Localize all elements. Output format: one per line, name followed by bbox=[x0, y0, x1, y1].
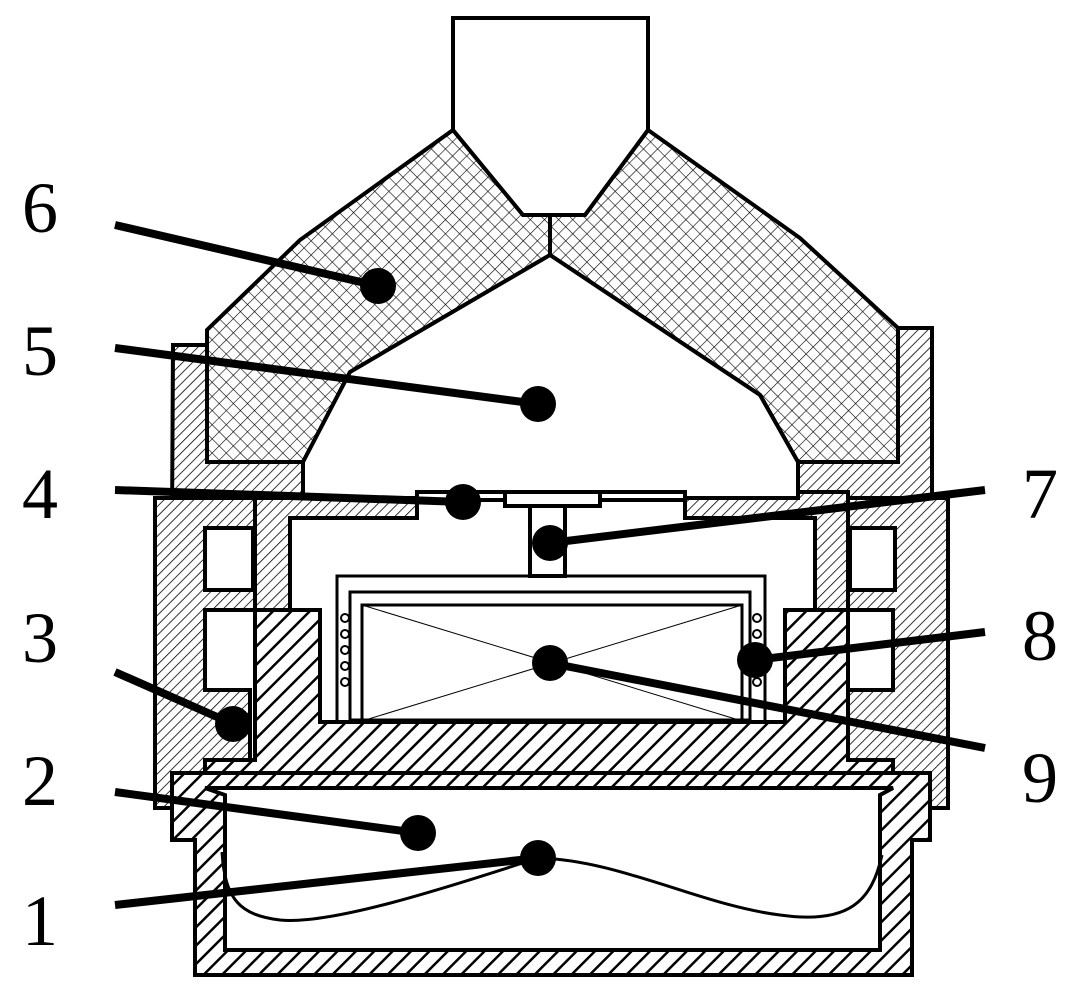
callout-dot-9 bbox=[532, 645, 568, 681]
callout-dot-3 bbox=[215, 706, 251, 742]
callout-dot-4 bbox=[445, 484, 481, 520]
callout-label-7: 7 bbox=[1022, 454, 1058, 534]
top-nozzle bbox=[451, 16, 650, 217]
callout-dot-7 bbox=[532, 525, 568, 561]
callout-label-2: 2 bbox=[22, 741, 58, 821]
callout-label-6: 6 bbox=[22, 168, 58, 248]
callout-label-8: 8 bbox=[1022, 596, 1058, 676]
callout-dots bbox=[215, 268, 773, 876]
callout-label-5: 5 bbox=[22, 311, 58, 391]
callout-label-4: 4 bbox=[22, 454, 58, 534]
coil-windings bbox=[340, 613, 762, 687]
callout-label-3: 3 bbox=[22, 598, 58, 678]
callout-dot-5 bbox=[520, 386, 556, 422]
callout-dot-2 bbox=[400, 815, 436, 851]
leader-lines bbox=[113, 221, 986, 909]
magnet-base bbox=[203, 608, 895, 790]
callout-dot-8 bbox=[737, 642, 773, 678]
callout-dot-1 bbox=[520, 840, 556, 876]
callout-labels: 6 5 4 3 2 1 7 8 9 bbox=[22, 168, 1058, 961]
callout-label-9: 9 bbox=[1022, 738, 1058, 818]
callout-dot-6 bbox=[360, 268, 396, 304]
lower-cup bbox=[170, 771, 932, 977]
callout-label-1: 1 bbox=[22, 881, 58, 961]
